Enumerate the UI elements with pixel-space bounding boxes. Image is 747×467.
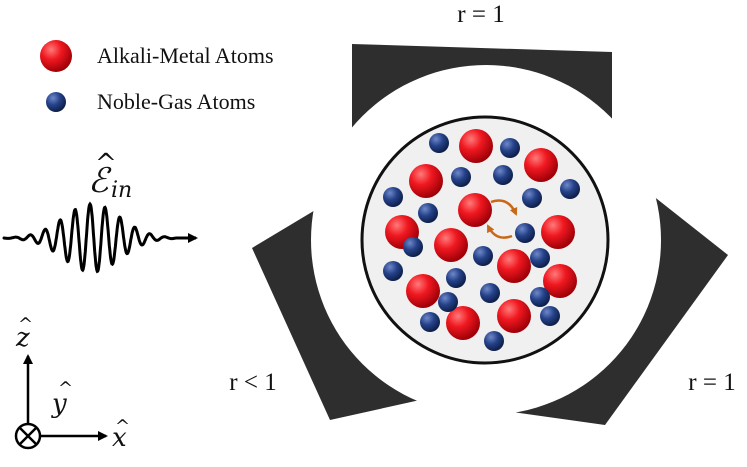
noble-atom — [383, 261, 403, 281]
noble-atom — [484, 331, 504, 351]
reflectivity-left-label: r < 1 — [229, 369, 276, 396]
legend-alkali-swatch — [40, 40, 72, 72]
noble-atom — [480, 283, 500, 303]
alkali-atom — [543, 264, 577, 298]
reflectivity-top-label: r = 1 — [457, 1, 504, 28]
noble-atom — [383, 187, 403, 207]
alkali-atom — [409, 164, 443, 198]
noble-atom — [438, 292, 458, 312]
alkali-atom — [497, 249, 531, 283]
atom-ensemble — [383, 129, 580, 351]
noble-atom — [500, 138, 520, 158]
noble-atom — [403, 237, 423, 257]
y-axis-hat: ^ — [58, 378, 73, 399]
noble-atom — [540, 306, 560, 326]
alkali-atom — [434, 228, 468, 262]
input-field-hat: ^ — [95, 149, 117, 179]
noble-atom — [522, 188, 542, 208]
alkali-atom — [446, 306, 480, 340]
into-page-cross-icon — [14, 422, 42, 450]
noble-atom — [473, 246, 493, 266]
alkali-atom — [541, 215, 575, 249]
input-field-label: ^ ℰ in — [88, 149, 132, 203]
alkali-atom — [497, 299, 531, 333]
legend-noble-label: Noble-Gas Atoms — [97, 89, 255, 114]
noble-atom — [418, 203, 438, 223]
z-axis-hat: ^ — [18, 314, 33, 335]
light-wave-icon — [2, 201, 198, 274]
noble-atom — [530, 287, 550, 307]
legend: Alkali-Metal Atoms Noble-Gas Atoms — [40, 40, 274, 114]
legend-alkali-label: Alkali-Metal Atoms — [97, 43, 274, 68]
noble-atom — [560, 179, 580, 199]
noble-atom — [493, 165, 513, 185]
alkali-atom — [406, 274, 440, 308]
noble-atom — [530, 248, 550, 268]
noble-atom — [420, 312, 440, 332]
reflectivity-right-label: r = 1 — [688, 369, 735, 396]
x-axis-hat: ^ — [115, 416, 130, 437]
z-axis-label: z — [15, 323, 30, 353]
legend-noble-swatch — [46, 92, 66, 112]
x-axis-label: x — [112, 423, 127, 453]
alkali-atom — [459, 129, 493, 163]
noble-atom — [515, 223, 535, 243]
spin-exchange-arrows-icon — [486, 199, 518, 239]
alkali-atom — [524, 148, 558, 182]
noble-atom — [446, 268, 466, 288]
input-field-subscript: in — [111, 178, 132, 203]
coordinate-axes: ^ z ^ y ^ x — [14, 314, 130, 453]
input-field-symbol: ℰ — [88, 161, 112, 201]
alkali-atom — [458, 193, 492, 227]
noble-atom — [429, 133, 449, 153]
y-axis-label: y — [51, 389, 67, 419]
noble-atom — [451, 167, 471, 187]
